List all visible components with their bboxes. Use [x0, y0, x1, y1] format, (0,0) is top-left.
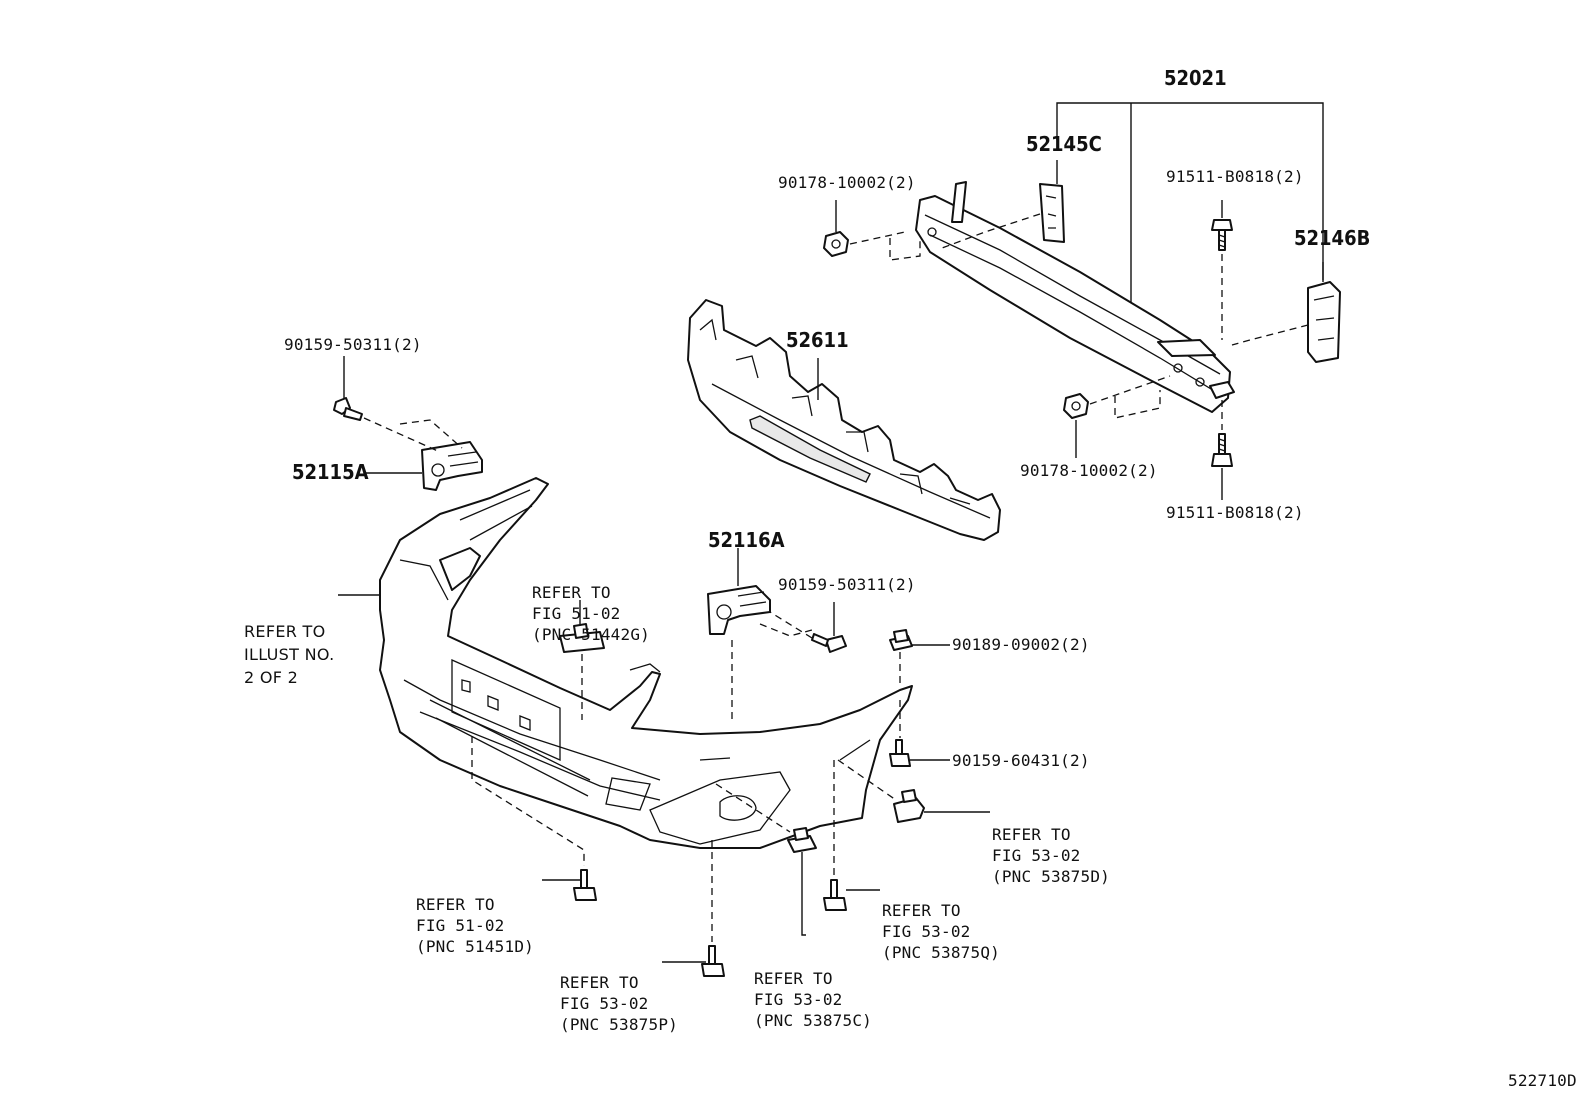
- clip-51442G: [559, 600, 605, 720]
- screw-90159-left: [333, 356, 463, 453]
- part-52115A-bracket: [365, 441, 483, 491]
- label-52146B: 52146B: [1294, 226, 1371, 250]
- clip-90189: [889, 629, 950, 686]
- label-52145C: 52145C: [1026, 132, 1102, 156]
- bolt-91511-bottom: [1211, 400, 1233, 500]
- part-52116A-bracket: [707, 548, 771, 720]
- screw-90159-60431: [889, 700, 950, 767]
- part-52145C-plate: [941, 160, 1065, 249]
- screw-53875P: [662, 840, 725, 977]
- nut-90178-bottom: [1063, 375, 1171, 458]
- bolt-91511-top: [1211, 200, 1233, 340]
- label-90159-50311-mid: 90159-50311(2): [778, 575, 916, 594]
- label-90159-60431: 90159-60431(2): [952, 751, 1090, 770]
- bumper-reinforcement-beam: [915, 181, 1235, 413]
- part-52146B-bracket: [1231, 262, 1341, 363]
- leader-52021: [1056, 102, 1324, 312]
- nut-90178-top: [823, 200, 921, 261]
- label-90178-top: 90178-10002(2): [778, 173, 916, 192]
- label-90189: 90189-09002(2): [952, 635, 1090, 654]
- label-90159-50311-left: 90159-50311(2): [284, 335, 422, 354]
- diagram-id: 522710D: [1508, 1071, 1577, 1090]
- clip-53875C: [715, 783, 817, 936]
- label-52611: 52611: [786, 328, 849, 352]
- label-90178-bottom: 90178-10002(2): [1020, 461, 1158, 480]
- label-91511-bottom: 91511-B0818(2): [1166, 503, 1304, 522]
- label-52116A: 52116A: [708, 528, 785, 552]
- bumper-cover: [338, 477, 913, 849]
- clip-53875D: [837, 759, 990, 823]
- screw-53875Q: [823, 760, 880, 911]
- label-52115A: 52115A: [292, 460, 369, 484]
- screw-90159-mid: [759, 602, 847, 653]
- label-52021: 52021: [1164, 66, 1227, 90]
- part-52611-energy-absorber: [687, 299, 1001, 541]
- screw-51451D: [471, 736, 597, 901]
- label-91511-top: 91511-B0818(2): [1166, 167, 1304, 186]
